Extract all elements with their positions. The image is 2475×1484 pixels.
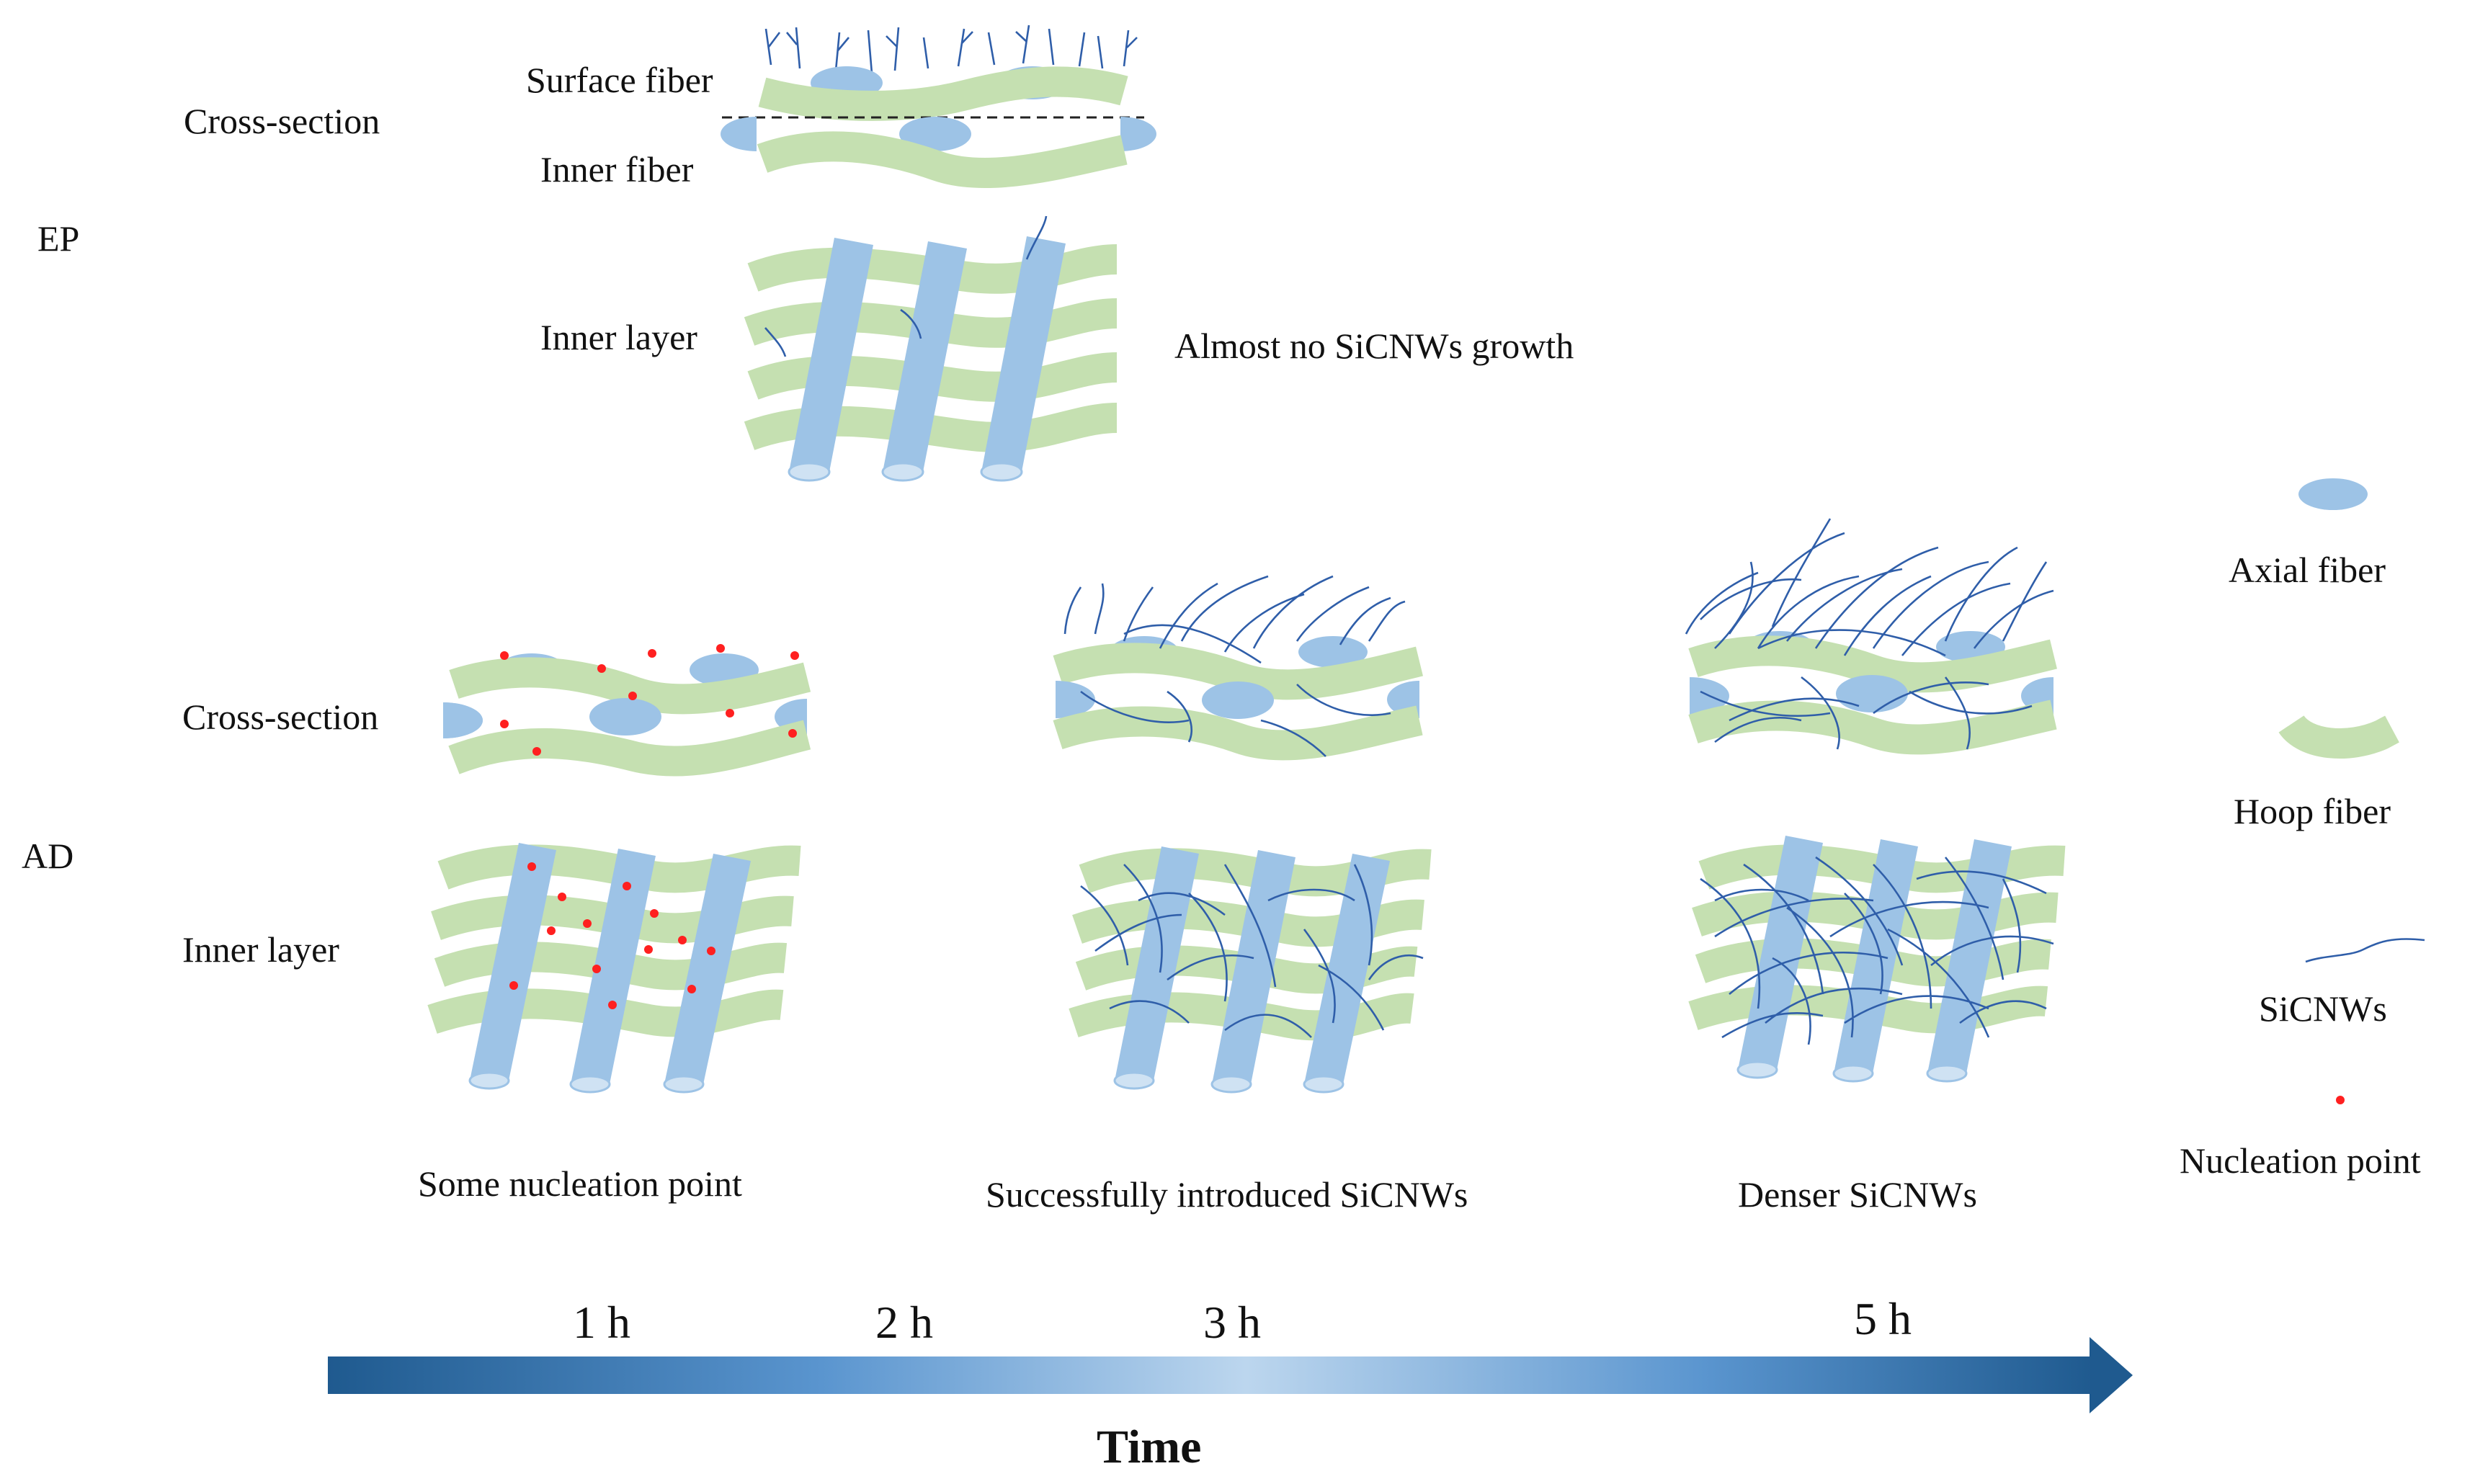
time-tick-5h: 5 h [1854,1293,1912,1344]
legend-nucleation-point-swatch [2336,1096,2345,1104]
ep-inner-layer-label: Inner layer [540,317,697,357]
ad-cross-section-label: Cross-section [182,697,378,737]
ep-row-label: EP [37,218,79,259]
legend-sicnws-swatch [2305,938,2425,963]
legend-hoop-fiber-label: Hoop fiber [2234,791,2391,831]
ep-note: Almost no SiCNWs growth [1174,326,1574,366]
ad-stage3-cross-section [1685,518,2057,755]
ep-inner-layer [744,215,1118,482]
legend-nucleation-point-label: Nucleation point [2180,1140,2421,1181]
legend-axial-fiber-label: Axial fiber [2229,550,2386,590]
time-tick-1h: 1 h [573,1297,630,1348]
ep-surface-wires [764,24,1138,74]
ad-stage1-cross-section [443,644,811,777]
ep-hoop-fiber-surface [758,66,1128,121]
legend-axial-fiber-swatch [2298,478,2368,510]
ep-hoop-fiber-inner [757,131,1128,189]
time-arrow-shaft [328,1356,2093,1394]
time-axis-label: Time [1097,1421,1201,1473]
timeline: 1 h 2 h 3 h 5 h Time [328,1293,2133,1473]
ep-cross-section-label: Cross-section [184,101,380,141]
ad-stage2-inner-layer [1069,846,1432,1094]
ad-stage3-caption: Denser SiCNWs [1738,1174,1977,1215]
legend: Axial fiber Hoop fiber SiCNWs Nucleation… [2180,478,2425,1181]
ad-inner-layer-label: Inner layer [182,929,339,970]
ep-axial-rod-2 [881,241,967,482]
time-tick-2h: 2 h [875,1297,933,1348]
time-arrow-head [2090,1337,2133,1413]
ad-stage1-caption: Some nucleation point [418,1163,742,1204]
ad-row-label: AD [22,836,73,876]
ep-surface-fiber-label: Surface fiber [526,60,713,100]
ad-stage1-inner-layer [427,843,801,1094]
ad-stage2-caption: Successfully introduced SiCNWs [986,1174,1468,1215]
ep-cross-section [721,24,1156,189]
ad-stage2-cross-section [1053,575,1423,761]
legend-sicnws-label: SiCNWs [2259,988,2387,1029]
ep-axial-rod-3 [980,236,1066,482]
ep-axial-fiber-inner-left [721,117,757,151]
time-tick-3h: 3 h [1203,1297,1261,1348]
ep-axial-fiber-inner-right [1120,117,1156,151]
ep-inner-fiber-label: Inner fiber [540,149,694,189]
ad-stage3-inner-layer [1688,836,2066,1083]
legend-hoop-fiber-swatch [2278,714,2399,759]
ep-axial-rod-1 [788,238,873,482]
ep-axial-fiber-inner-1 [899,117,971,151]
